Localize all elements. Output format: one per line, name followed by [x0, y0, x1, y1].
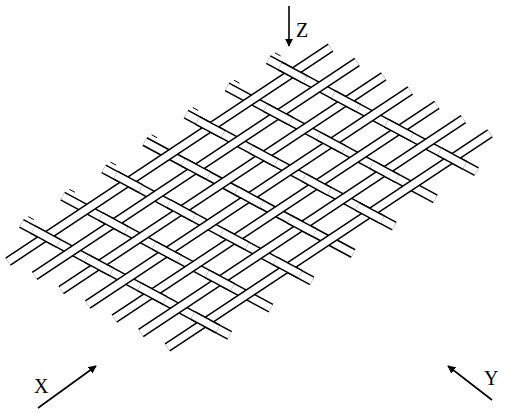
- yarn: [101, 217, 126, 231]
- yarn: [33, 230, 58, 244]
- yarn: [116, 175, 141, 189]
- yarn: [33, 230, 58, 244]
- yarn: [61, 76, 384, 290]
- z-axis-arrow: [288, 6, 290, 46]
- yarn: [372, 165, 397, 179]
- yarn: [222, 232, 247, 246]
- yarn: [227, 87, 435, 199]
- yarn: [88, 91, 411, 305]
- yarn: [169, 204, 194, 218]
- yarn: [111, 162, 117, 165]
- yarn: [86, 258, 111, 272]
- yarn: [63, 196, 271, 308]
- yarn: [167, 133, 490, 347]
- yarn: [28, 217, 34, 220]
- yarn: [8, 48, 331, 262]
- yarn: [114, 105, 437, 319]
- yarn: [154, 245, 179, 259]
- yarn: [222, 232, 247, 246]
- yarn: [440, 152, 465, 166]
- yarn: [193, 315, 218, 329]
- yarn: [35, 62, 358, 276]
- yarn: [319, 136, 344, 150]
- yarn: [198, 121, 223, 135]
- yarn: [251, 149, 276, 163]
- yarn: [236, 191, 261, 205]
- yarn: [236, 191, 261, 205]
- yarn: [141, 119, 464, 333]
- yarn: [183, 162, 208, 176]
- yarn: [234, 80, 240, 83]
- yarn: [193, 108, 199, 111]
- yarn: [304, 178, 329, 192]
- yarn: [386, 123, 411, 137]
- yarn: [266, 108, 291, 122]
- yarn: [145, 142, 353, 254]
- yarn: [357, 206, 382, 220]
- yarn: [152, 135, 158, 138]
- yarn: [140, 287, 165, 301]
- yarn: [290, 219, 315, 233]
- yarn: [372, 165, 397, 179]
- yarn: [386, 123, 411, 137]
- yarn: [357, 206, 382, 220]
- yarn: [169, 204, 194, 218]
- yarn: [86, 258, 111, 272]
- yarn: [140, 287, 165, 301]
- yarn: [304, 178, 329, 192]
- yarn: [183, 162, 208, 176]
- yarn: [63, 196, 271, 308]
- yarn: [333, 95, 358, 109]
- yarn: [141, 119, 464, 333]
- yarn: [333, 95, 358, 109]
- yarn: [101, 217, 126, 231]
- yarn: [266, 108, 291, 122]
- yarn: [251, 149, 276, 163]
- yarn: [207, 274, 232, 288]
- yarn: [69, 189, 75, 192]
- yarn: [193, 315, 218, 329]
- yarn: [61, 76, 384, 290]
- yarn: [198, 121, 223, 135]
- yarn: [440, 152, 465, 166]
- yarn: [319, 136, 344, 150]
- yarn: [275, 53, 281, 56]
- yarn: [114, 105, 437, 319]
- yarn: [116, 175, 141, 189]
- yarn: [227, 87, 435, 199]
- axis-label: X: [34, 376, 48, 396]
- yarn: [88, 91, 411, 305]
- axis-label: Z: [296, 20, 308, 40]
- yarn: [290, 219, 315, 233]
- yarn: [275, 261, 300, 275]
- yarn: [280, 66, 305, 80]
- axis-label: Y: [484, 368, 498, 388]
- yarn: [35, 62, 358, 276]
- yarn: [275, 261, 300, 275]
- yarn: [280, 66, 305, 80]
- yarn: [145, 142, 353, 254]
- yarn: [167, 133, 490, 347]
- yarn: [207, 274, 232, 288]
- yarn: [154, 245, 179, 259]
- yarn: [8, 48, 331, 262]
